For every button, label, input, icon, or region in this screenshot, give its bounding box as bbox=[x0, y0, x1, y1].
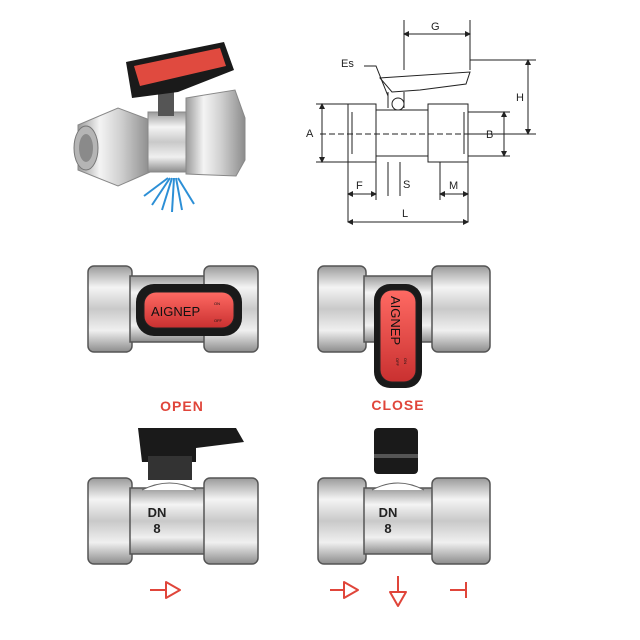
close-dn-line2: 8 bbox=[384, 521, 391, 536]
label-h: H bbox=[516, 92, 524, 104]
close-blocked-icon bbox=[450, 582, 467, 598]
valve-photo-handle-insert bbox=[134, 48, 226, 86]
close-dn-line1: DN bbox=[379, 505, 398, 520]
technical-drawing bbox=[316, 20, 536, 225]
close-handle-brand: AIGNEP bbox=[388, 296, 403, 345]
side-view-close bbox=[317, 428, 491, 565]
open-handle-off: OFF bbox=[214, 318, 223, 323]
label-l: L bbox=[402, 208, 408, 220]
close-flow-out-arrow-icon bbox=[389, 576, 407, 607]
open-flow-arrow-icon bbox=[150, 581, 181, 599]
open-handle-brand: AIGNEP bbox=[151, 304, 200, 319]
label-es: Es bbox=[341, 58, 354, 70]
drawing-handle bbox=[378, 71, 471, 93]
drawing-center-body bbox=[375, 109, 429, 157]
valve-photo-port-inner bbox=[79, 134, 93, 162]
label-a: A bbox=[306, 128, 314, 140]
close-handle-off: OFF bbox=[395, 358, 400, 367]
spray-icon bbox=[143, 177, 195, 213]
label-m: M bbox=[449, 180, 458, 192]
valve-photo-body-right bbox=[185, 89, 246, 177]
label-b: B bbox=[486, 129, 493, 141]
top-view-close bbox=[317, 265, 491, 388]
valve-photo-center bbox=[147, 111, 189, 173]
close-side-handle bbox=[374, 428, 418, 474]
close-label: CLOSE bbox=[371, 397, 424, 413]
valve-photo bbox=[73, 42, 246, 213]
close-handle-on: ON bbox=[403, 358, 408, 364]
top-view-open bbox=[87, 265, 259, 353]
open-dn-line2: 8 bbox=[153, 521, 160, 536]
drawing-right-hex bbox=[427, 103, 469, 163]
close-flow-in-arrow-icon bbox=[330, 581, 359, 599]
label-g: G bbox=[431, 21, 440, 33]
side-view-open bbox=[87, 428, 259, 565]
open-label: OPEN bbox=[160, 398, 204, 414]
open-side-handle bbox=[138, 428, 244, 462]
label-f: F bbox=[356, 180, 363, 192]
open-handle-on: ON bbox=[214, 301, 220, 306]
valve-photo-stem bbox=[158, 90, 174, 116]
open-dn-line1: DN bbox=[148, 505, 167, 520]
label-s: S bbox=[403, 179, 410, 191]
